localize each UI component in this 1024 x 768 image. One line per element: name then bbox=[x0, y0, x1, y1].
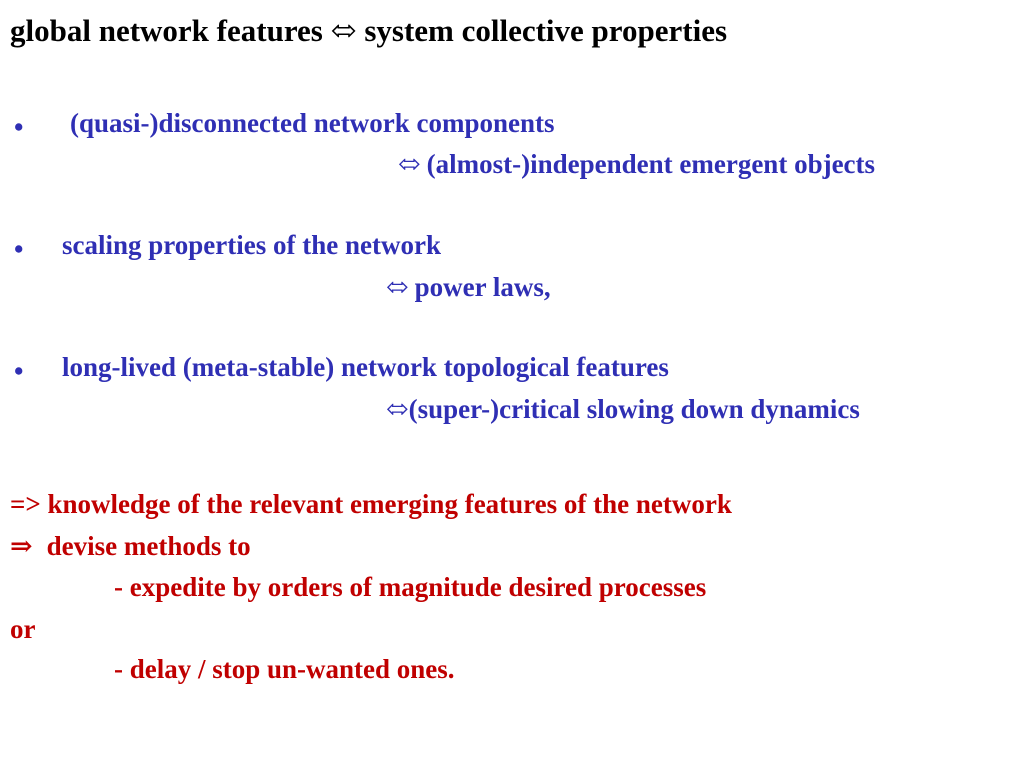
conclusion-line-1: => knowledge of the relevant emerging fe… bbox=[10, 489, 732, 519]
bullet-1-implication-text: (almost-)independent emergent objects bbox=[426, 149, 876, 179]
conclusion-line-2: ⇒ devise methods to bbox=[10, 533, 251, 560]
conclusion-line-4: or bbox=[10, 614, 36, 644]
double-arrow-icon: ⬄ bbox=[398, 149, 421, 179]
bullet-marker-2: • bbox=[14, 234, 24, 264]
implies-arrow-icon: ⇒ bbox=[10, 531, 33, 561]
bullet-2-implication-text: power laws, bbox=[414, 272, 551, 302]
bullet-3-implication: ⬄(super-)critical slowing down dynamics bbox=[386, 396, 860, 423]
bullet-marker-1: • bbox=[14, 112, 24, 142]
bullet-3-implication-text: (super-)critical slowing down dynamics bbox=[408, 394, 860, 424]
conclusion-line-3: - expedite by orders of magnitude desire… bbox=[114, 572, 707, 602]
bullet-2-text: scaling properties of the network bbox=[62, 230, 441, 260]
bullet-marker-3: • bbox=[14, 356, 24, 386]
slide-title: global network features ⬄ system collect… bbox=[10, 13, 728, 48]
conclusion-line-5: - delay / stop un-wanted ones. bbox=[114, 654, 455, 684]
conclusion-line-2-text: devise methods to bbox=[46, 531, 251, 561]
bullet-3-text: long-lived (meta-stable) network topolog… bbox=[62, 352, 669, 382]
double-arrow-icon: ⬄ bbox=[386, 394, 409, 424]
bullet-1-implication: ⬄(almost-)independent emergent objects bbox=[398, 151, 875, 178]
bullet-2-implication: ⬄power laws, bbox=[386, 274, 551, 301]
bullet-1-text: (quasi-)disconnected network components bbox=[70, 108, 555, 138]
double-arrow-icon: ⬄ bbox=[386, 272, 409, 302]
